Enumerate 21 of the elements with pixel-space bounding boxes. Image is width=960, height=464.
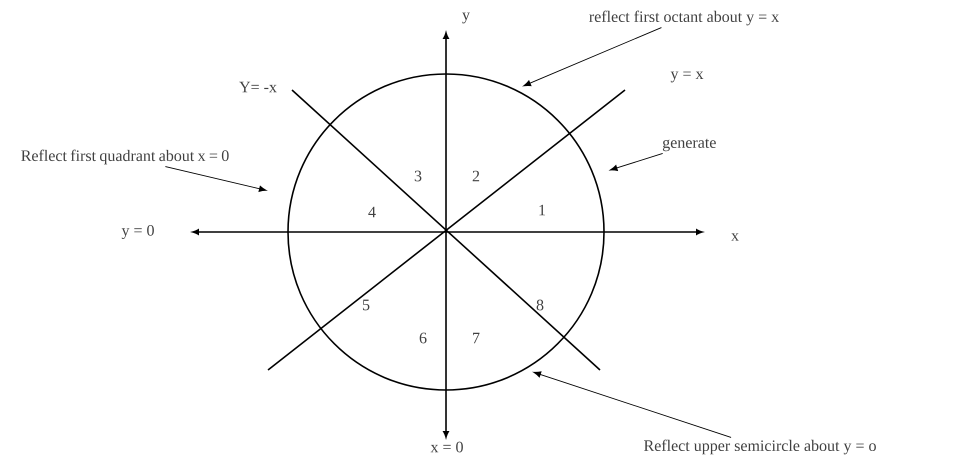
leader-arrow	[533, 371, 732, 438]
octant-number: 6	[420, 332, 427, 344]
octant-number: 3	[414, 170, 422, 182]
leader-arrow	[164, 166, 267, 192]
axis-label: y = 0	[122, 224, 154, 240]
octant-number: 8	[536, 300, 544, 310]
octant-number: 5	[362, 300, 370, 310]
axis-label: y	[462, 12, 470, 24]
octant-number: 1	[539, 204, 546, 216]
annotation-text: generate	[662, 138, 716, 152]
octant-number: 4	[368, 206, 376, 218]
axis-label: y = x	[670, 72, 704, 82]
annotation-text: Reflect upper semicircle about y = o	[644, 440, 876, 454]
annotation-text: reflect first octant about y = x	[589, 10, 779, 26]
octant-number: 7	[473, 332, 480, 344]
axis-label: x = 0	[430, 442, 463, 452]
leader-arrow	[523, 27, 662, 86]
annotation-text: Reflect first quadrant about x = 0	[21, 150, 229, 164]
axis-label: x	[731, 233, 739, 241]
leader-arrow	[610, 152, 664, 171]
octant-number: 2	[472, 170, 480, 182]
